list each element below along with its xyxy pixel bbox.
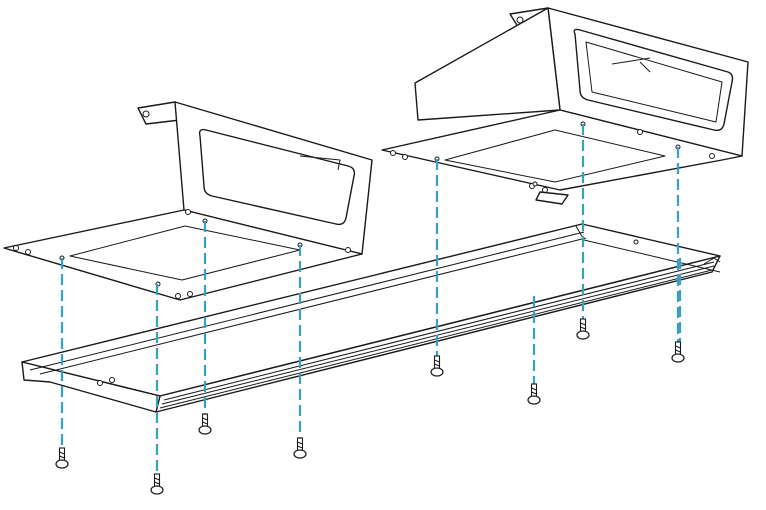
screw: [576, 318, 590, 340]
screw: [55, 447, 69, 469]
screw: [293, 437, 307, 459]
screw: [150, 473, 164, 495]
alignment-guides: [60, 124, 682, 474]
screw: [430, 355, 444, 377]
screw: [527, 383, 541, 405]
screw: [671, 341, 685, 363]
screws-group: [55, 318, 685, 495]
left-mounting-bracket: [3, 101, 373, 301]
rail: [21, 223, 721, 413]
right-mounting-bracket: [381, 7, 749, 205]
screw: [198, 413, 212, 435]
